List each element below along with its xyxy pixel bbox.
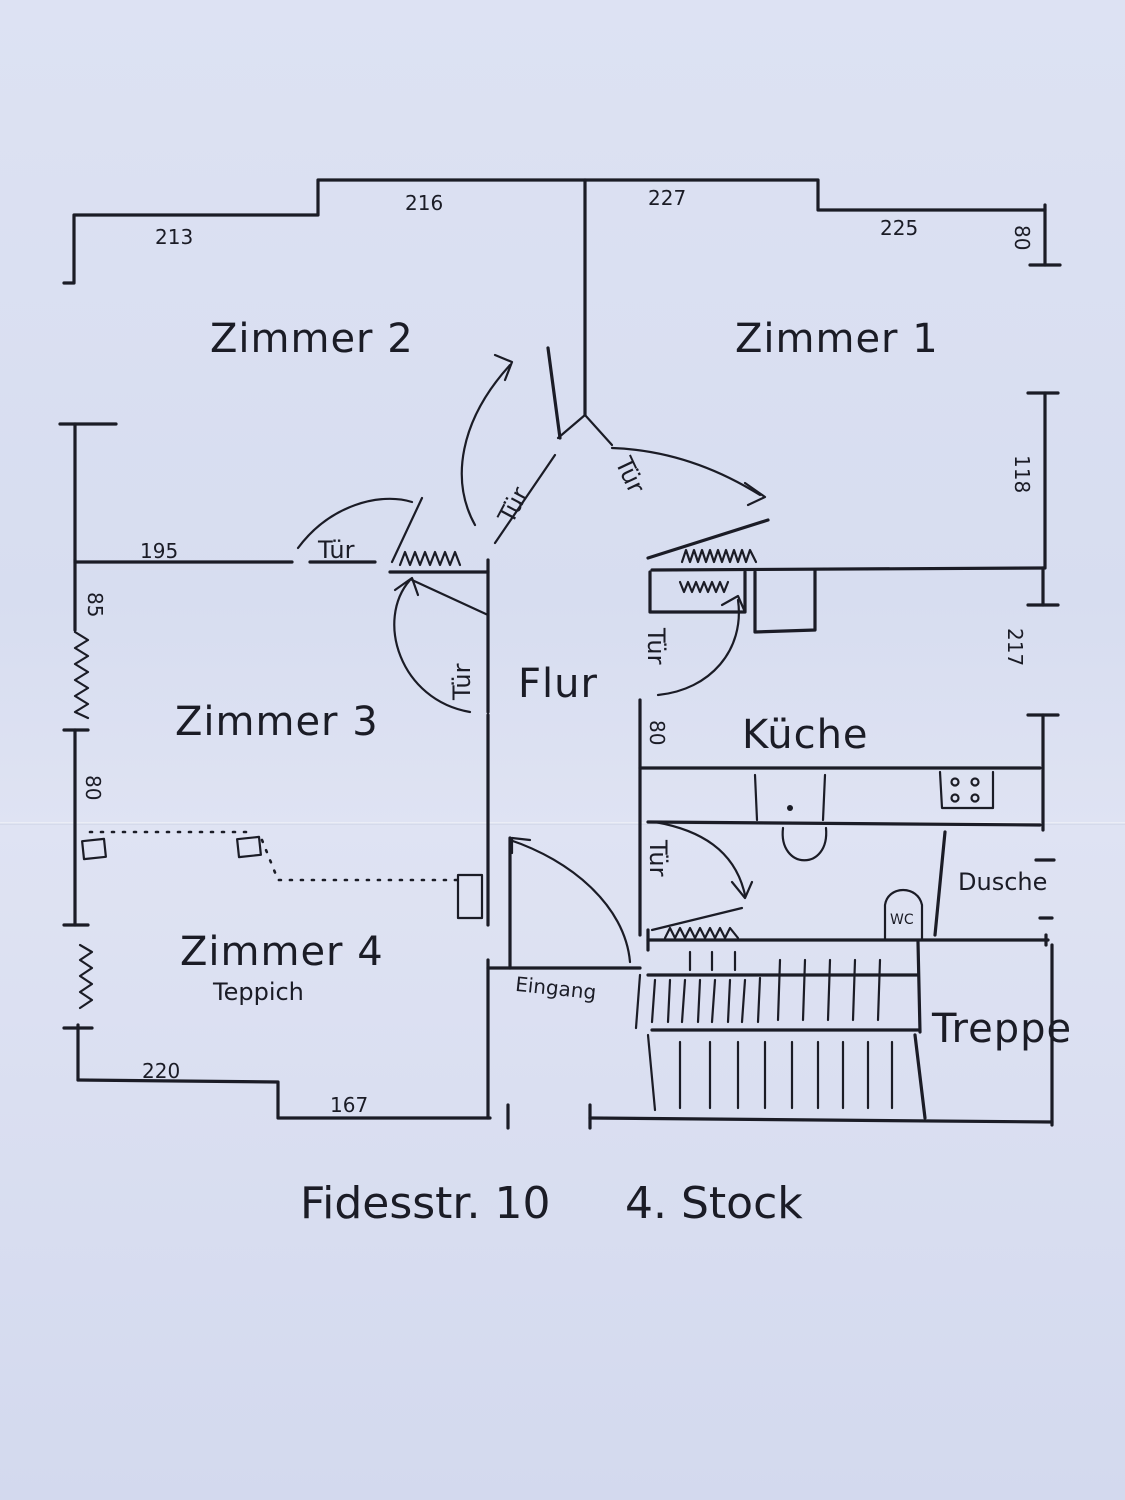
room-labels: Zimmer 2 Zimmer 1 Zimmer 3 Zimmer 4 Tepp… — [175, 316, 1072, 1052]
dim-217: 217 — [1003, 628, 1027, 666]
room-label-kueche: Küche — [742, 712, 869, 758]
room-label-zimmer4: Zimmer 4 — [180, 929, 384, 975]
footer-address: Fidesstr. 10 — [300, 1178, 550, 1229]
door-labels: Tür Tür Tür Tür Tür Tür — [317, 452, 672, 877]
door-swings — [296, 353, 767, 964]
radiator-zimmer3-top — [398, 550, 462, 567]
interior-walls — [73, 346, 1050, 1120]
door-label-zimmer2: Tür — [492, 482, 534, 528]
dim-167: 167 — [330, 1093, 368, 1117]
radiator-bath — [663, 926, 740, 940]
dim-80-top: 80 — [1010, 225, 1034, 250]
room-label-flur: Flur — [518, 661, 598, 707]
dim-227: 227 — [648, 186, 686, 210]
dim-118: 118 — [1010, 455, 1034, 493]
room-label-dusche: Dusche — [958, 868, 1047, 896]
door-label-zimmer3-top: Tür — [317, 536, 355, 564]
dim-213: 213 — [155, 225, 193, 249]
dim-195: 195 — [140, 539, 178, 563]
dim-80-kitchen: 80 — [645, 720, 669, 745]
radiator-kitchen — [678, 580, 730, 594]
door-label-bad: Tür — [644, 839, 672, 877]
door-label-kueche: Tür — [642, 627, 670, 665]
room-note-teppich: Teppich — [212, 978, 304, 1006]
room-label-zimmer3: Zimmer 3 — [175, 699, 379, 745]
footer: Fidesstr. 10 4. Stock — [300, 1178, 803, 1229]
footer-floor: 4. Stock — [625, 1178, 803, 1229]
stair-treads-lower — [678, 1040, 894, 1110]
dim-85: 85 — [83, 592, 107, 617]
radiator-zimmer3-left — [73, 630, 90, 720]
radiator-zimmer4 — [78, 943, 94, 1010]
outer-walls — [58, 178, 1062, 1130]
stair-treads-upper — [650, 950, 882, 1024]
dim-216: 216 — [405, 191, 443, 215]
dim-80-left: 80 — [81, 775, 105, 800]
door-arc-zimmer2 — [460, 363, 512, 527]
paper-fold — [0, 822, 1125, 825]
dimension-labels: 213 216 227 225 80 118 217 195 85 80 80 … — [81, 186, 1034, 1117]
room-label-treppe: Treppe — [931, 1006, 1072, 1052]
door-arc-zimmer1 — [610, 446, 762, 497]
room-label-zimmer2: Zimmer 2 — [210, 316, 414, 362]
radiators — [73, 548, 758, 1010]
room-label-zimmer1: Zimmer 1 — [735, 316, 939, 362]
radiator-zimmer1 — [680, 548, 758, 564]
door-label-zimmer3-flur: Tür — [448, 663, 476, 701]
dim-220: 220 — [142, 1059, 180, 1083]
zimmer4-furniture — [81, 830, 462, 882]
door-label-zimmer1: Tür — [609, 452, 650, 498]
dim-225: 225 — [880, 216, 918, 240]
room-label-wc: WC — [890, 912, 914, 928]
stairs — [634, 940, 927, 1120]
room-label-eingang: Eingang — [514, 972, 597, 1004]
